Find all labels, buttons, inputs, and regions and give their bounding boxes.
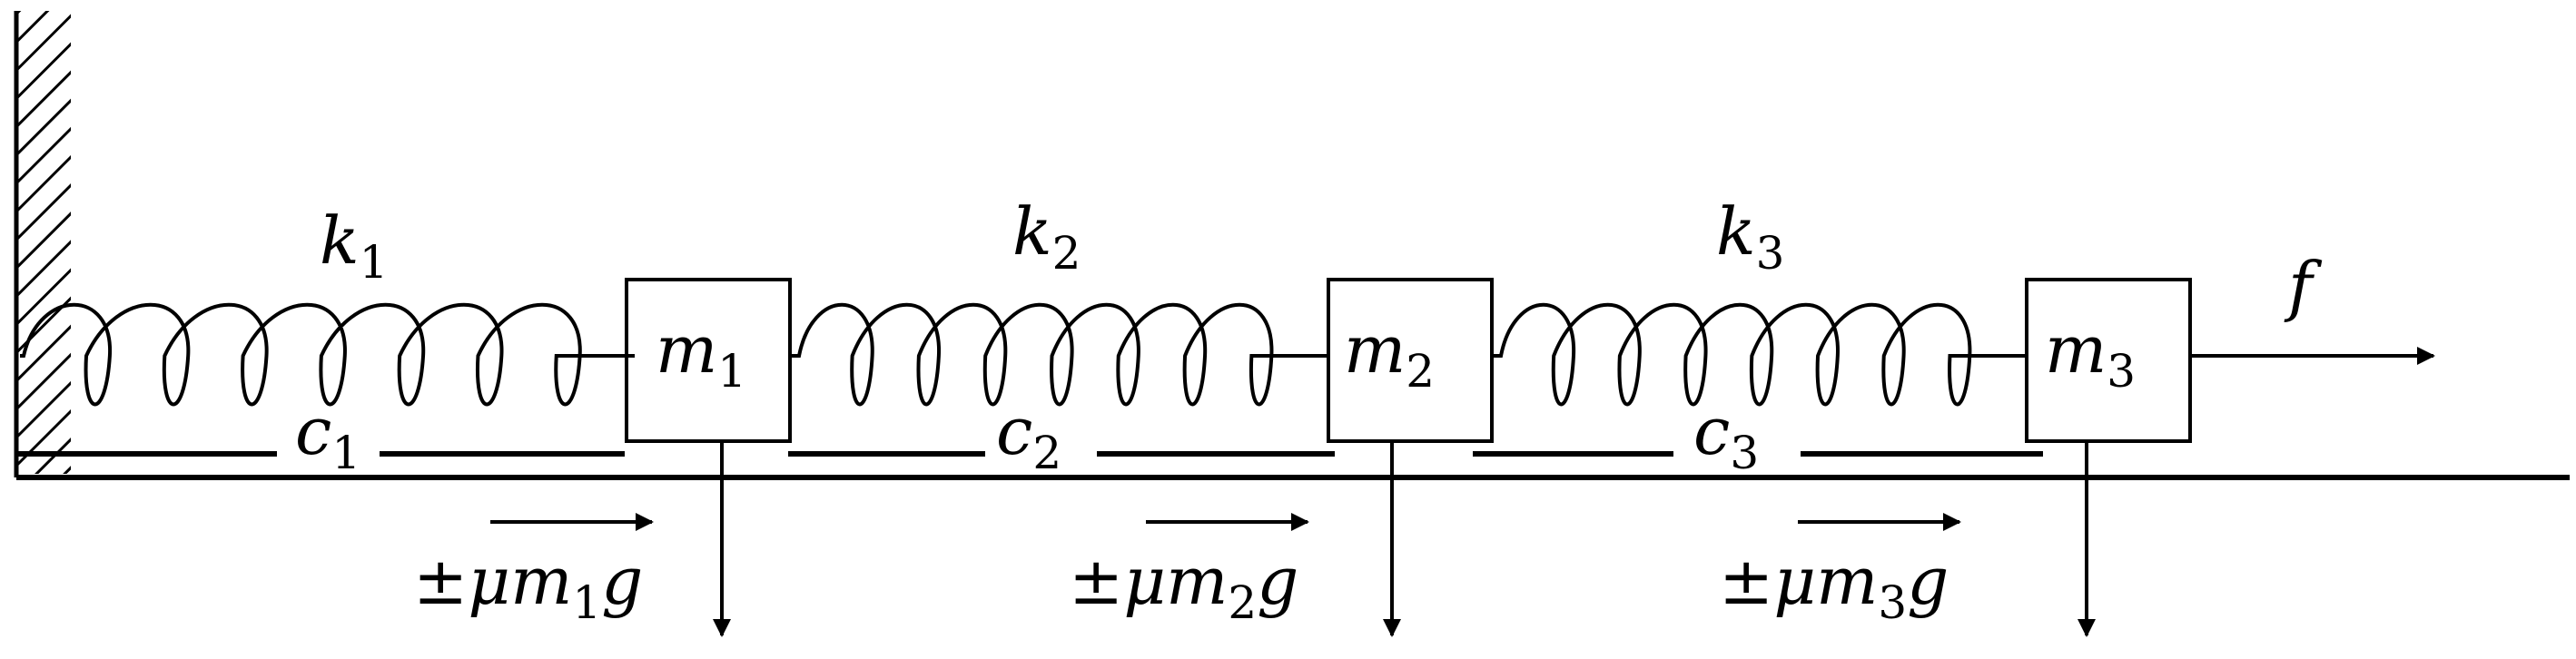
spring-k3-label: k3 [1716,193,1784,280]
mass-m2-box [1327,278,1494,443]
damper-c1-label: c1 [295,393,360,479]
friction-label-2: ±μm2g [1069,543,1298,629]
damper-c2-label: c2 [996,393,1061,479]
mass-m1-box [625,278,792,443]
spring-k3 [1492,303,2027,407]
mass-m1-label: m1 [656,311,746,398]
mass-m3-label: m3 [2045,311,2136,398]
force-label: f [2284,248,2323,324]
friction-label-3: ±μm3g [1719,543,1949,629]
damper-c3-label: c3 [1693,393,1759,479]
spring-k2-label: k2 [1012,193,1081,280]
spring-k1 [20,302,636,407]
friction-label-1: ±μm1g [413,543,643,629]
spring-k1-label: k1 [320,202,388,289]
spring-k2 [790,302,1328,407]
wall-hatch [16,11,71,474]
wall [14,11,71,477]
mass-m2-label: m2 [1344,311,1435,398]
mass-m3-box [2025,278,2192,443]
